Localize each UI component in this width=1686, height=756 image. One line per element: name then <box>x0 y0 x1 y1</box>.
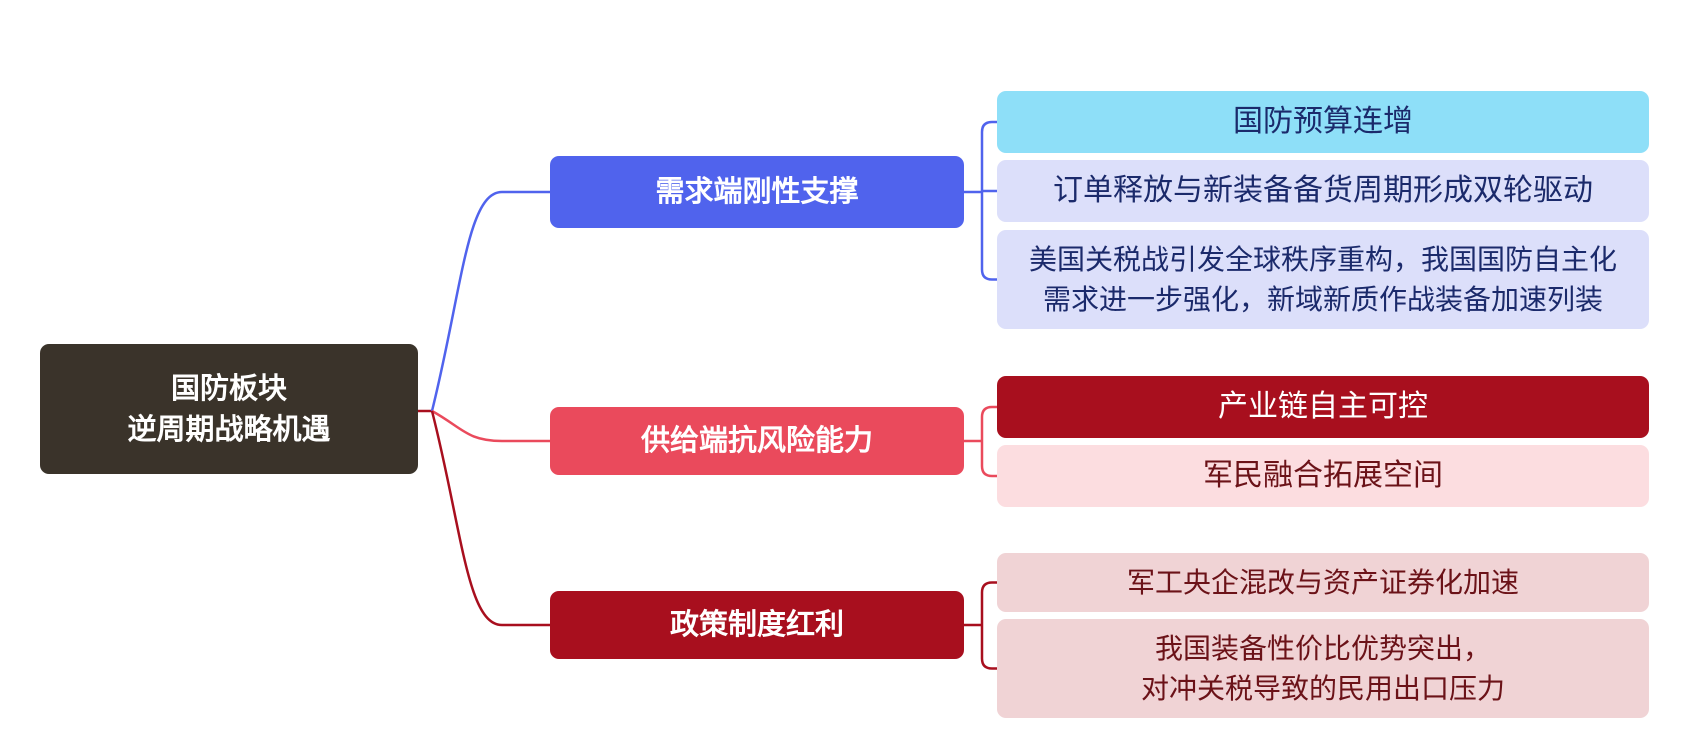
branch-label: 政策制度红利 <box>669 607 844 642</box>
leaf-node[interactable]: 国防预算连增 <box>997 91 1649 153</box>
leaf-node[interactable]: 订单释放与新装备备货周期形成双轮驱动 <box>997 160 1649 222</box>
leaf-node[interactable]: 产业链自主可控 <box>997 376 1649 438</box>
root-node[interactable]: 国防板块 逆周期战略机遇 <box>40 344 418 474</box>
leaf-label: 我国装备性价比优势突出， 对冲关税导致的民用出口压力 <box>1140 631 1505 705</box>
leaf-node[interactable]: 军民融合拓展空间 <box>997 445 1649 507</box>
leaf-label: 军民融合拓展空间 <box>1203 457 1443 493</box>
branch-label: 需求端刚性支撑 <box>655 174 859 209</box>
leaf-bracket-supply <box>964 405 997 478</box>
branch-connector-demand <box>430 190 550 412</box>
branch-node-supply[interactable]: 供给端抗风险能力 <box>550 407 964 475</box>
leaf-label: 军工央企混改与资产证券化加速 <box>1126 565 1519 599</box>
leaf-node[interactable]: 我国装备性价比优势突出， 对冲关税导致的民用出口压力 <box>997 619 1649 718</box>
leaf-node[interactable]: 军工央企混改与资产证券化加速 <box>997 553 1649 612</box>
leaf-label: 产业链自主可控 <box>1218 388 1428 424</box>
leaf-label: 国防预算连增 <box>1233 103 1413 139</box>
branch-label: 供给端抗风险能力 <box>640 423 873 458</box>
leaf-label: 订单释放与新装备备货周期形成双轮驱动 <box>1053 172 1593 208</box>
branch-node-policy[interactable]: 政策制度红利 <box>550 591 964 659</box>
leaf-bracket-policy <box>964 581 997 670</box>
branch-connector-policy <box>430 410 550 627</box>
root-node-label: 国防板块 逆周期战略机遇 <box>127 370 331 446</box>
branch-connector-supply <box>431 409 550 443</box>
leaf-node[interactable]: 美国关税战引发全球秩序重构，我国国防自主化 需求进一步强化，新域新质作战装备加速… <box>997 230 1649 329</box>
leaf-bracket-demand <box>964 120 997 281</box>
branch-node-demand[interactable]: 需求端刚性支撑 <box>550 156 964 228</box>
leaf-label: 美国关税战引发全球秩序重构，我国国防自主化 需求进一步强化，新域新质作战装备加速… <box>1028 242 1617 316</box>
